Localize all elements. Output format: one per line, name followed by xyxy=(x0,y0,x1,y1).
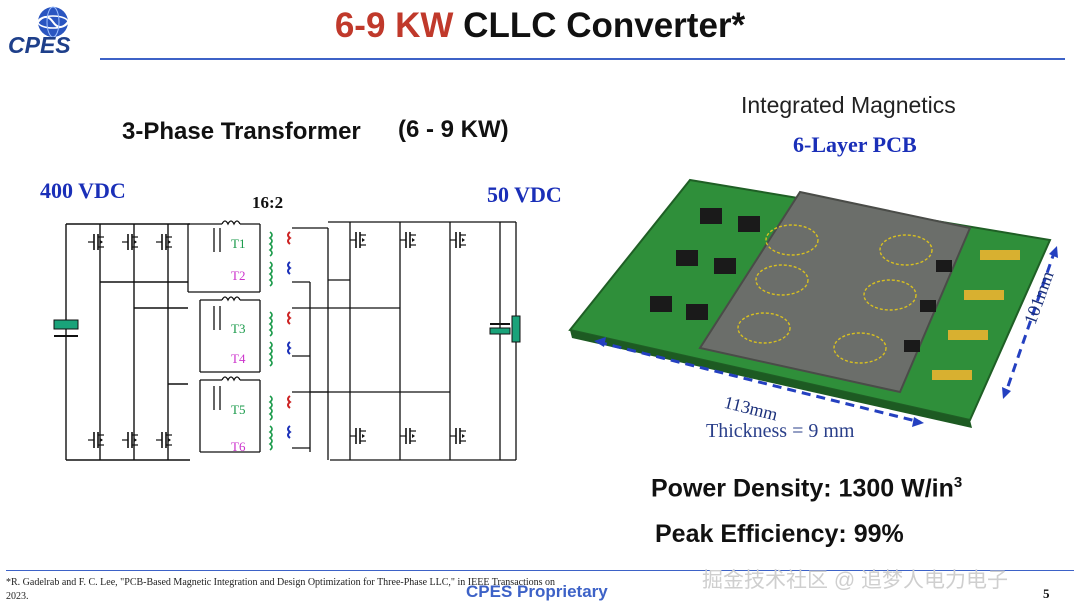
t1-label: T1 xyxy=(231,236,246,251)
footnote-year: 2023. xyxy=(6,591,29,602)
pcb-photo xyxy=(568,178,1058,428)
logo-text: CPES xyxy=(8,32,71,58)
resonant-tanks xyxy=(187,220,261,453)
primary-bridge xyxy=(65,223,190,461)
secondary-wiring xyxy=(292,221,517,461)
power-density-exponent: 3 xyxy=(953,474,963,491)
pcb-thickness: Thickness = 9 mm xyxy=(706,420,855,442)
t6-label: T6 xyxy=(231,439,246,454)
t3-label: T3 xyxy=(231,321,246,336)
integrated-magnetics-heading: Integrated Magnetics xyxy=(741,92,956,118)
secondary-mosfets xyxy=(349,231,467,445)
footnote-text: *R. Gadelrab and F. C. Lee, "PCB-Based M… xyxy=(6,577,556,588)
output-capacitor xyxy=(489,315,521,343)
input-voltage-label: 400 VDC xyxy=(40,178,126,203)
pcb-layer-label: 6-Layer PCB xyxy=(793,132,917,157)
primary-dc-capacitor xyxy=(53,319,79,337)
page-title: 6-9 KW CLLC Converter* xyxy=(0,6,1080,46)
three-phase-cllc-schematic xyxy=(53,220,521,461)
footer-divider xyxy=(6,570,1074,571)
t4-label: T4 xyxy=(231,351,246,366)
title-divider xyxy=(100,58,1065,60)
page-number: 5 xyxy=(1043,586,1050,601)
proprietary-label: CPES Proprietary xyxy=(466,582,608,601)
transformer-windings xyxy=(269,231,292,451)
t2-label: T2 xyxy=(231,268,246,283)
t5-label: T5 xyxy=(231,402,246,417)
output-voltage-label: 50 VDC xyxy=(487,182,562,207)
footnote: *R. Gadelrab and F. C. Lee, "PCB-Based M… xyxy=(6,576,696,604)
globe-icon xyxy=(37,6,69,38)
transformer-subtitle: 3-Phase Transformer xyxy=(122,118,361,145)
power-density-label: Power Density: 1300 W/in xyxy=(651,474,954,503)
peak-efficiency: Peak Efficiency: 99% xyxy=(655,520,904,548)
cpes-logo xyxy=(6,4,106,62)
turns-ratio-label: 16:2 xyxy=(252,193,284,212)
power-density: Power Density: 1300 W/in3 xyxy=(651,474,962,503)
title-highlight: 6-9 KW xyxy=(334,6,454,45)
watermark: 掘金技术社区 @ 追梦人电力电子 xyxy=(702,569,1008,592)
transformer-rating: (6 - 9 KW) xyxy=(398,116,509,143)
title-rest: CLLC Converter* xyxy=(453,6,746,45)
